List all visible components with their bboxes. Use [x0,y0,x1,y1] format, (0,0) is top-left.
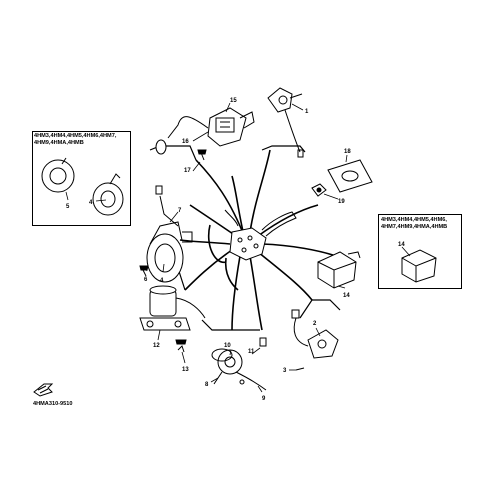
label-part-14a: 14 [343,293,350,299]
horn-assembly [139,185,193,283]
diagram-reference-code: 4HMA310-9510 [33,401,73,407]
front-arrow-icon [33,383,54,397]
harness-junction [224,209,297,261]
variant-box-right-line1: 4HM3,4HM4,4HM5,4HM6, [381,217,447,223]
horn-variant-a [41,157,75,193]
label-part-9: 9 [262,396,266,402]
relay-bracket-assembly [155,107,255,161]
starter-solenoid [139,285,206,353]
label-part-3: 3 [283,368,287,374]
label-part-19: 19 [338,199,345,205]
horn-variant-b [92,173,124,216]
sensor-assembly [211,337,267,391]
label-part-16: 16 [182,139,189,145]
label-part-13: 13 [182,367,189,373]
label-part-2: 2 [313,321,317,327]
label-part-7: 7 [178,208,182,214]
label-part-4b: 4 [160,278,164,284]
label-part-8: 8 [205,382,209,388]
harness-brackets [149,145,341,331]
relay-unit-variant [401,249,437,283]
leader-lines [65,102,411,393]
relay-unit [317,251,361,289]
label-part-18: 18 [344,149,351,155]
label-part-14b: 14 [398,242,405,248]
regulator-assembly [311,159,373,197]
variant-box-left-line2: 4HM9,4HMA,4HMB [34,140,84,146]
label-part-5: 5 [66,204,70,210]
switch-assembly [267,87,304,158]
label-part-4a: 4 [89,200,93,206]
variant-box-left-line1: 4HM3,4HM4,4HM5,4HM6,4HM7, [34,133,117,139]
label-part-11: 11 [248,349,255,355]
variant-box-right-line2: 4HM7,4HM9,4HMA,4HMB [381,224,448,230]
label-part-12: 12 [153,343,160,349]
neutral-switch-assembly [291,309,339,371]
label-part-6: 6 [144,277,148,283]
label-part-1: 1 [305,109,309,115]
label-part-17: 17 [184,168,191,174]
label-part-15: 15 [230,98,237,104]
part-labels: 1 2 3 4 4 5 6 7 8 9 10 11 12 13 14 14 15… [66,98,405,402]
label-part-10: 10 [224,343,231,349]
